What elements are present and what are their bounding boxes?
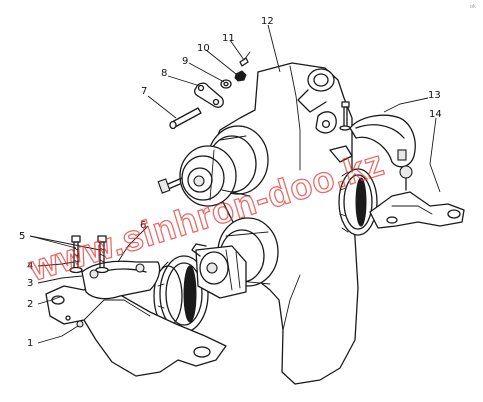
callout-10: 10 [197, 43, 210, 54]
callout-7: 7 [141, 86, 147, 97]
bearing-cap-right [349, 114, 416, 191]
callout-1: 1 [27, 338, 33, 349]
leader-lines [29, 24, 441, 344]
nut-part-10 [234, 70, 247, 82]
callout-labels: 1 2 3 4 5 6 7 8 9 10 11 12 13 14 [19, 16, 442, 349]
callout-3: 3 [27, 278, 33, 289]
ring-gear-left [153, 255, 209, 333]
pin-part-7 [169, 107, 202, 130]
callout-2: 2 [27, 299, 33, 310]
link-plate-part-8 [194, 82, 224, 108]
callout-8: 8 [161, 68, 167, 79]
callout-14: 14 [429, 109, 442, 120]
hub-assembly [191, 243, 247, 299]
callout-5: 5 [19, 231, 25, 242]
support-bracket-right [369, 191, 465, 229]
ring-gear-right [338, 168, 378, 236]
corner-mark: ok [470, 4, 476, 10]
callout-13: 13 [428, 90, 441, 101]
bolt-right [339, 101, 351, 131]
callout-12: 12 [261, 16, 274, 27]
front-cover-upper [157, 125, 269, 207]
bolt-set-left [69, 235, 109, 274]
callout-6: 6 [140, 220, 146, 231]
cotter-pin-part-11 [239, 51, 251, 67]
callout-9: 9 [182, 56, 188, 67]
callout-4: 4 [27, 261, 33, 272]
callout-11: 11 [222, 33, 235, 44]
